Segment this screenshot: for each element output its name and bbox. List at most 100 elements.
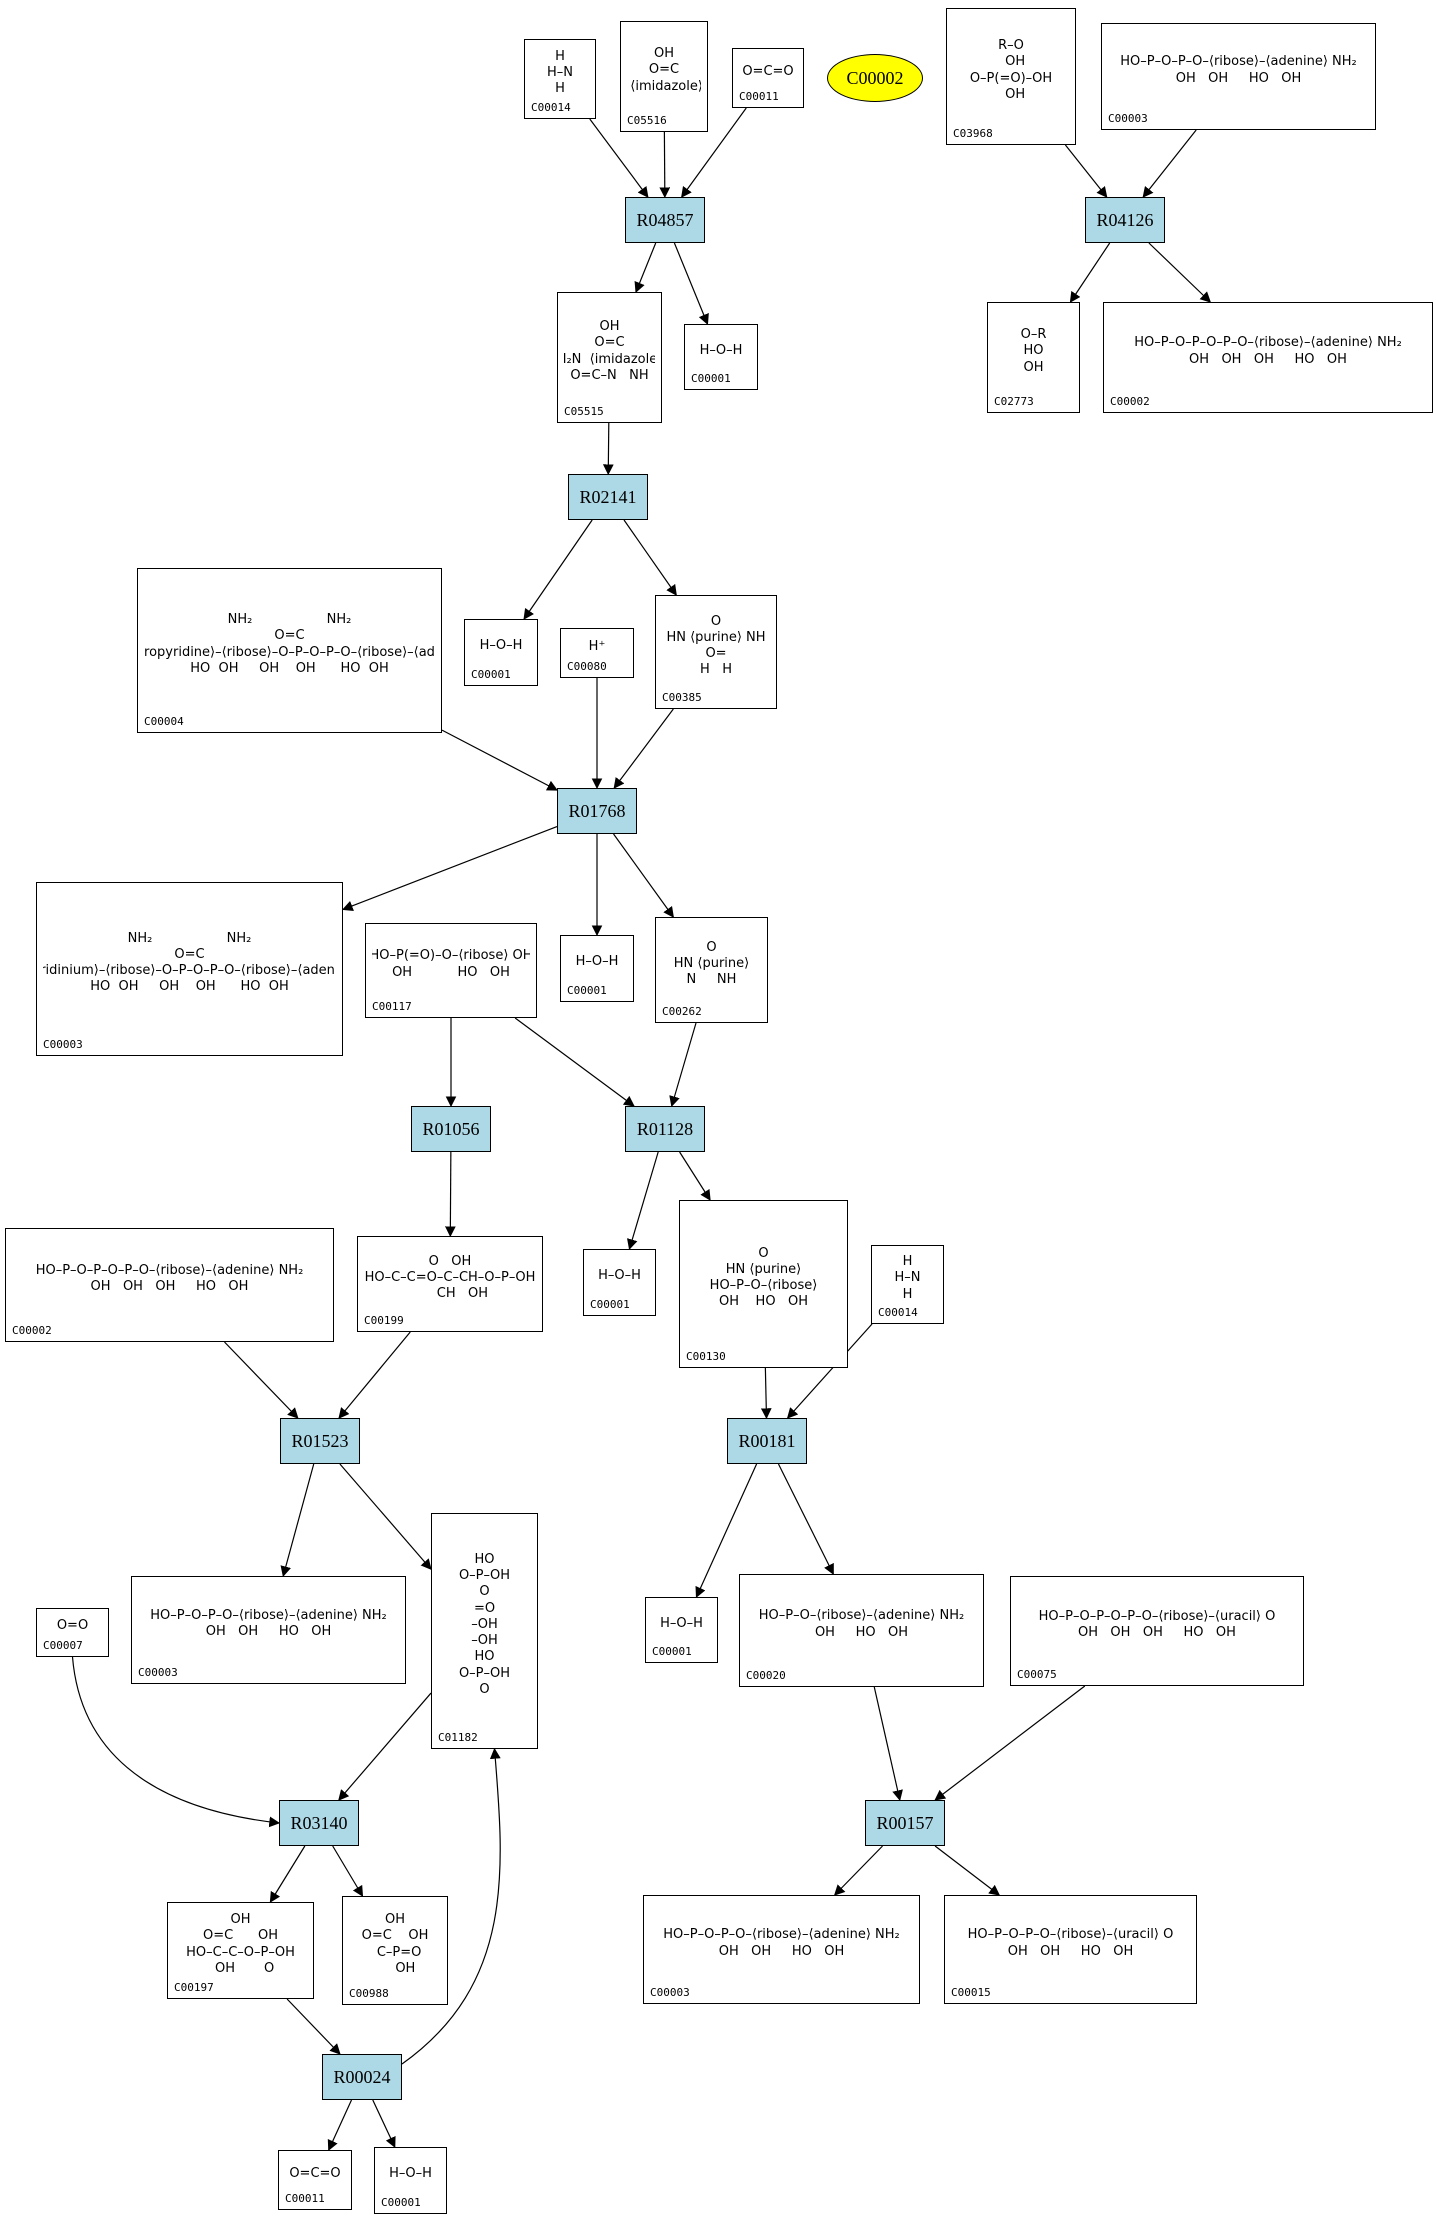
compound-id: C03968 bbox=[953, 127, 993, 140]
edge-arrow bbox=[589, 118, 649, 198]
compound-structure: HO–P–O–P–O–⟨ribose⟩–⟨adenine⟩ NH₂ OH OH … bbox=[1120, 54, 1357, 86]
compound-structure: O OH HO–C–C=O–C–CH–O–P–OH CH OH bbox=[364, 1253, 536, 1302]
reaction-node[interactable]: R01128 bbox=[625, 1106, 705, 1152]
compound-structure: H⁺ bbox=[588, 638, 606, 654]
compound-structure: HO–P–O–P–O–⟨ribose⟩–⟨adenine⟩ NH₂ OH OH … bbox=[150, 1607, 387, 1639]
compound-structure: H–O–H bbox=[598, 1268, 641, 1284]
edge-arrow bbox=[1069, 242, 1111, 303]
compound-node[interactable]: O=C=O C00011 bbox=[732, 48, 804, 108]
compound-structure: H–O–H bbox=[660, 1615, 703, 1631]
compound-structure: HO–P–O–⟨ribose⟩–⟨adenine⟩ NH₂ OH HO OH bbox=[758, 1608, 965, 1640]
compound-node[interactable]: HO–P–O–P–O–⟨ribose⟩–⟨adenine⟩ NH₂ OH OH … bbox=[1101, 23, 1376, 130]
compound-node[interactable]: HO–P–O–P–O–P–O–⟨ribose⟩–⟨uracil⟩ O OH OH… bbox=[1010, 1576, 1304, 1686]
compound-id: C00199 bbox=[364, 1314, 404, 1327]
reaction-node[interactable]: R03140 bbox=[279, 1800, 359, 1846]
compound-id: C00011 bbox=[739, 90, 779, 103]
reaction-node[interactable]: R00181 bbox=[727, 1418, 807, 1464]
compound-node[interactable]: O=C=O C00011 bbox=[278, 2150, 352, 2210]
edge-arrow bbox=[613, 708, 674, 789]
compound-structure: O HN ⟨purine⟩ N NH bbox=[673, 939, 750, 988]
reaction-node[interactable]: R02141 bbox=[568, 474, 648, 520]
compound-id: C00001 bbox=[567, 984, 607, 997]
edge-arrow bbox=[372, 2099, 396, 2148]
compound-id: C00003 bbox=[138, 1666, 178, 1679]
compound-structure: O=C=O bbox=[289, 2165, 341, 2181]
edge-arrow bbox=[627, 1151, 659, 1251]
edge-arrow bbox=[613, 833, 674, 918]
reaction-node[interactable]: R01523 bbox=[280, 1418, 360, 1464]
compound-node[interactable]: H⁺C00080 bbox=[560, 628, 634, 678]
compound-node[interactable]: HO–P–O–P–O–P–O–⟨ribose⟩–⟨adenine⟩ NH₂ OH… bbox=[5, 1228, 334, 1342]
edge-arrow bbox=[444, 1151, 456, 1238]
compound-node[interactable]: NH₂ NH₂ O=C ⟨dihydropyridine⟩–⟨ribose⟩–O… bbox=[137, 568, 442, 733]
edge-arrow bbox=[441, 729, 558, 791]
compound-id: C00015 bbox=[951, 1986, 991, 1999]
reaction-node[interactable]: R04857 bbox=[625, 197, 705, 243]
reaction-node[interactable]: R00157 bbox=[865, 1800, 945, 1846]
reaction-node[interactable]: R04126 bbox=[1085, 197, 1165, 243]
compound-node[interactable]: OH O=C H₂N ⟨imidazole⟩ NHC05516 bbox=[620, 21, 708, 132]
compound-id: C00007 bbox=[43, 1639, 83, 1652]
compound-id: C00385 bbox=[662, 691, 702, 704]
edge-arrow bbox=[681, 107, 747, 198]
compound-node[interactable]: NH₂ NH₂ O=C ⟨pyridinium⟩–⟨ribose⟩–O–P–O–… bbox=[36, 882, 343, 1056]
compound-node[interactable]: HO–P–O–P–O–P–O–⟨ribose⟩–⟨adenine⟩ NH₂ OH… bbox=[1103, 302, 1433, 413]
compound-structure: NH₂ NH₂ O=C ⟨pyridinium⟩–⟨ribose⟩–O–P–O–… bbox=[43, 930, 336, 995]
compound-structure: HO–P–O–P–O–P–O–⟨ribose⟩–⟨adenine⟩ NH₂ OH… bbox=[1134, 335, 1402, 367]
compound-id: C00011 bbox=[285, 2192, 325, 2205]
edge-arrow bbox=[341, 825, 558, 912]
compound-id: C00002 bbox=[1110, 395, 1150, 408]
compound-structure: O=C=O bbox=[742, 63, 794, 79]
compound-node[interactable]: HO O–P–OH O =O –OH –OH HO O–P–OH O C01182 bbox=[431, 1513, 538, 1749]
edge-arrow bbox=[934, 1685, 1086, 1801]
edge-arrow bbox=[934, 1845, 1001, 1896]
edge-arrow bbox=[224, 1341, 299, 1419]
compound-structure: H–O–H bbox=[479, 638, 523, 654]
compound-node[interactable]: HO–P–O–P–O–⟨ribose⟩–⟨adenine⟩ NH₂ OH OH … bbox=[131, 1576, 406, 1684]
edge-arrow bbox=[1148, 242, 1212, 303]
compound-node[interactable]: HO–P–O–P–O–⟨ribose⟩–⟨uracil⟩ O OH OH HO … bbox=[944, 1895, 1197, 2004]
compound-node[interactable]: O=O C00007 bbox=[36, 1608, 109, 1657]
compound-structure: H–O–H bbox=[699, 342, 743, 358]
edge-arrow bbox=[760, 1367, 772, 1420]
highlight-compound-node[interactable]: C00002 bbox=[827, 54, 923, 102]
edge-arrow bbox=[634, 242, 657, 294]
reaction-node[interactable]: R01768 bbox=[557, 788, 637, 834]
compound-id: C00003 bbox=[1108, 112, 1148, 125]
reaction-node[interactable]: R01056 bbox=[411, 1106, 491, 1152]
edge-arrow bbox=[777, 1463, 834, 1575]
reaction-node[interactable]: R00024 bbox=[322, 2054, 402, 2100]
edge-arrow bbox=[673, 242, 709, 325]
compound-structure: O=O bbox=[56, 1618, 89, 1634]
compound-structure: HO O–P–OH O =O –OH –OH HO O–P–OH O bbox=[458, 1551, 511, 1697]
compound-node[interactable]: H–O–H C00001 bbox=[464, 619, 538, 686]
compound-node[interactable]: O OH HO–C–C=O–C–CH–O–P–OH CH OH C00199 bbox=[357, 1236, 543, 1332]
edge-arrow bbox=[695, 1463, 758, 1598]
compound-id: C00014 bbox=[531, 101, 571, 114]
edge-arrow bbox=[514, 1017, 635, 1107]
compound-id: C00001 bbox=[471, 668, 511, 681]
edge-arrow bbox=[833, 1845, 883, 1896]
compound-node[interactable]: HO–P–O–P–O–⟨ribose⟩–⟨adenine⟩ NH₂ OH OH … bbox=[643, 1895, 920, 2004]
compound-id: C01182 bbox=[438, 1731, 478, 1744]
compound-structure: OH O=C H₂N ⟨imidazole⟩ O=C–N NH bbox=[564, 319, 655, 383]
